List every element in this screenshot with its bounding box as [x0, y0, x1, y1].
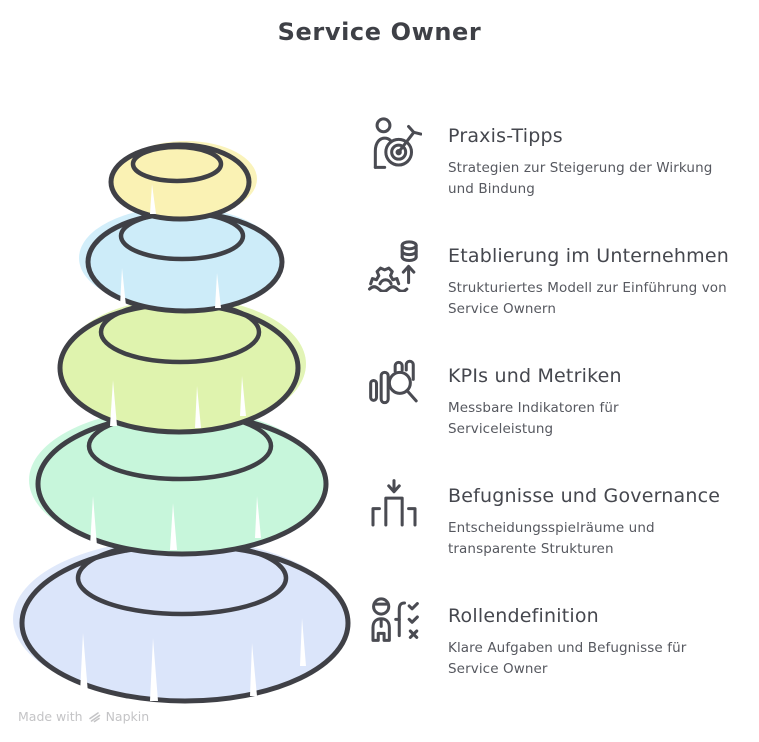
item-description: Strategien zur Steigerung der Wirkung un…: [448, 159, 713, 197]
page-title: Service Owner: [277, 18, 482, 46]
item-title: Rollendefinition: [448, 605, 599, 627]
list-item: Etablierung im Unternehmen Strukturierte…: [366, 227, 751, 347]
item-description: Messbare Indikatoren für Serviceleistung: [448, 399, 619, 437]
item-title: Etablierung im Unternehmen: [448, 245, 730, 267]
list-item: Praxis-Tipps Strategien zur Steigerung d…: [366, 107, 751, 227]
list-item: Befugnisse und Governance Entscheidungss…: [366, 467, 751, 587]
item-description: Strukturiertes Modell zur Einführung von…: [448, 279, 727, 317]
stone-kpis: [57, 298, 306, 435]
stone-befugnisse: [29, 408, 329, 557]
list-item: Rollendefinition Klare Aufgaben und Befu…: [366, 587, 751, 707]
item-description: Klare Aufgaben und Befugnisse für Servic…: [448, 639, 687, 677]
gear-water-growth-icon: [366, 227, 424, 292]
stone-stack-illustration: [0, 118, 380, 718]
list-item: KPIs und Metriken Messbare Indikatoren f…: [366, 347, 751, 467]
item-description: Entscheidungsspielräume und transparente…: [448, 519, 655, 557]
footer-brand: Napkin: [105, 709, 150, 724]
stone-bottom-rollendefinition: [13, 539, 351, 704]
item-title: Praxis-Tipps: [448, 125, 563, 147]
napkin-logo-icon: [88, 710, 101, 723]
stone-top-praxis-tipps: [108, 141, 257, 222]
item-title: Befugnisse und Governance: [448, 485, 721, 507]
made-with-napkin-credit[interactable]: Made with Napkin: [18, 709, 149, 724]
gate-down-arrow-icon: [366, 467, 424, 532]
person-checklist-icon: [366, 587, 424, 652]
bar-chart-magnifier-icon: [366, 347, 424, 412]
footer-text: Made with: [18, 709, 83, 724]
feature-list: Praxis-Tipps Strategien zur Steigerung d…: [366, 107, 751, 707]
item-title: KPIs und Metriken: [448, 365, 622, 387]
person-target-icon: [366, 107, 424, 172]
stone-etablierung: [79, 207, 285, 314]
